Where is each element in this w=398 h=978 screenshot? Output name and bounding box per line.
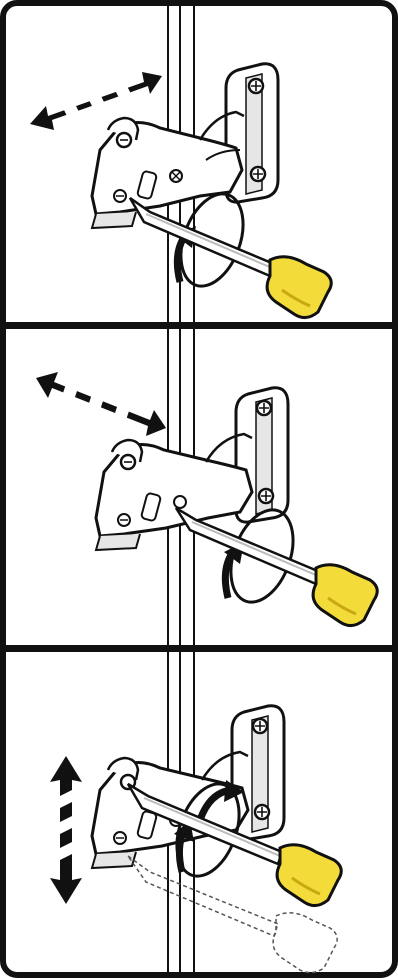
panel-divider-1 bbox=[3, 322, 395, 329]
panel-divider-2 bbox=[3, 645, 395, 652]
